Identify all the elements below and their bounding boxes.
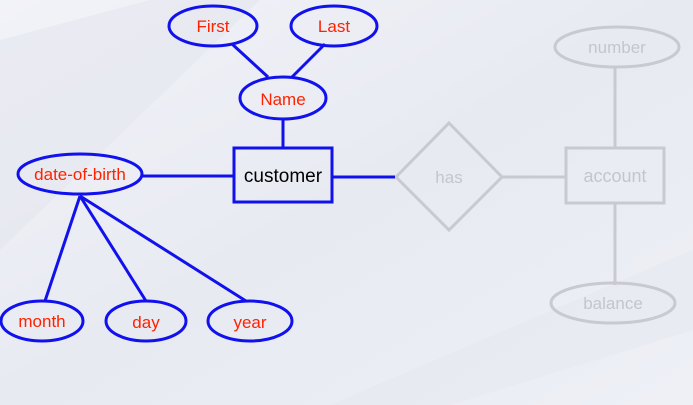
relationship-has-diamond (393, 120, 505, 233)
attribute-year-ellipse (206, 299, 294, 343)
background-streak (330, 250, 693, 405)
background-streak (0, 0, 260, 250)
entity-customer-label: customer (244, 166, 323, 187)
attribute-year-label: year (233, 313, 266, 332)
connector-dob-year (79, 194, 247, 303)
relationship-has-label: has (435, 168, 462, 187)
attribute-last-label: Last (318, 17, 350, 36)
attribute-balance-label: balance (583, 294, 643, 313)
attribute-last-ellipse (289, 4, 379, 48)
attribute-dob-label: date-of-birth (34, 165, 126, 184)
attribute-month-ellipse (0, 299, 85, 343)
entity-account-box (564, 146, 666, 205)
connector-dob-month (43, 195, 82, 302)
connector-name-last (290, 42, 327, 79)
entity-customer-box (232, 146, 334, 204)
attribute-balance-ellipse (549, 281, 677, 325)
attribute-number-ellipse (553, 25, 681, 69)
connector-dob-day (78, 195, 148, 302)
attribute-month-label: month (18, 312, 65, 331)
attribute-dob-ellipse (16, 152, 144, 196)
attribute-first-ellipse (167, 4, 259, 48)
attribute-number-label: number (588, 38, 646, 57)
attribute-first-label: First (196, 17, 229, 36)
connector-name-first (230, 42, 270, 79)
attribute-day-ellipse (104, 299, 188, 343)
faded-section (393, 25, 681, 325)
highlighted-section (0, 4, 395, 343)
entity-account-label: account (583, 166, 646, 186)
attribute-name-label: Name (260, 90, 305, 109)
attribute-name-ellipse (238, 75, 328, 121)
attribute-day-label: day (132, 313, 160, 332)
